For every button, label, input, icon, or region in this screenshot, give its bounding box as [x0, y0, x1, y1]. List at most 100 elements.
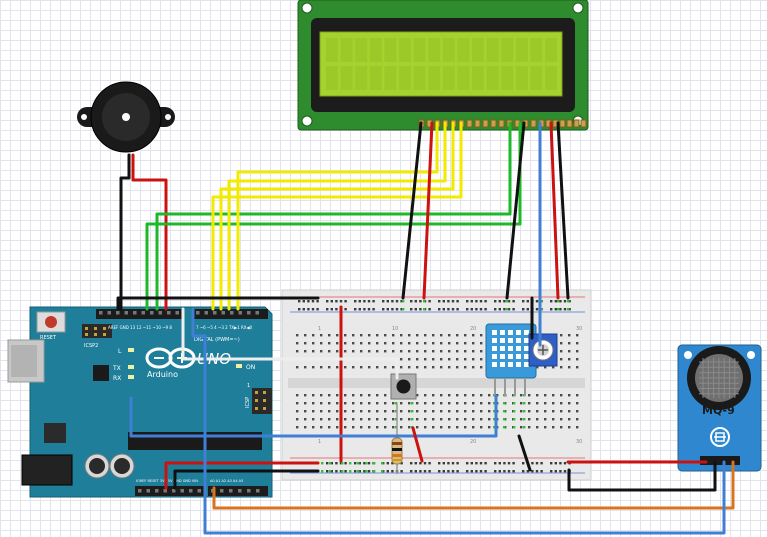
breadboard-hole [304, 402, 307, 405]
breadboard-hole [503, 308, 506, 311]
breadboard-hole [376, 334, 379, 337]
dht-vent [516, 346, 521, 351]
icsp-pin-1: 1 [247, 383, 250, 389]
breadboard-hole [395, 410, 398, 413]
breadboard-hole [400, 334, 403, 337]
breadboard-hole [381, 470, 384, 473]
breadboard-hole [448, 350, 451, 353]
tx-led-label: TX [112, 365, 121, 372]
breadboard-hole [360, 394, 363, 397]
push-button-cap[interactable] [396, 379, 411, 394]
breadboard-hole [507, 308, 511, 311]
breadboard-col-label: 1 [318, 439, 321, 445]
breadboard-hole [336, 366, 339, 369]
breadboard-hole [328, 342, 331, 345]
breadboard-hole [472, 366, 475, 369]
breadboard-hole [307, 300, 310, 303]
breadboard-hole [472, 402, 475, 405]
breadboard-hole [520, 402, 523, 405]
lcd-char-cell [457, 66, 470, 90]
breadboard-hole [349, 470, 352, 473]
breadboard-hole [296, 426, 299, 429]
breadboard-hole [391, 308, 394, 311]
lcd-mount-hole [301, 115, 313, 127]
breadboard-hole [464, 418, 467, 421]
resistor [391, 404, 403, 474]
breadboard-hole [507, 462, 511, 465]
breadboard-hole [560, 418, 563, 421]
breadboard-hole [484, 470, 487, 473]
breadboard-hole [484, 308, 487, 311]
breadboard-hole [336, 342, 339, 345]
buzzer-sound-hole [122, 113, 130, 121]
breadboard-hole [523, 426, 526, 429]
breadboard-hole [522, 308, 525, 311]
breadboard-hole [480, 402, 483, 405]
lcd-char-cell [472, 66, 484, 90]
breadboard-hole [304, 366, 307, 369]
reset-button-cap[interactable] [45, 316, 57, 328]
breadboard-hole [536, 418, 539, 421]
breadboard-hole [376, 342, 379, 345]
breadboard-hole [352, 334, 355, 337]
breadboard-hole [560, 394, 563, 397]
breadboard-hole [448, 342, 451, 345]
lcd-char-cell [369, 66, 382, 90]
breadboard-hole [360, 410, 363, 413]
breadboard-hole [400, 350, 403, 353]
lcd-pin [566, 119, 573, 128]
potentiometer[interactable] [528, 333, 558, 367]
breadboard-hole [410, 470, 413, 473]
breadboard-hole [424, 426, 427, 429]
breadboard-hole [447, 300, 450, 303]
dht-vent [524, 346, 529, 351]
push-button[interactable] [390, 373, 417, 400]
breadboard-hole [523, 402, 526, 405]
breadboard-hole [312, 366, 315, 369]
icsp2-pin [85, 327, 88, 330]
breadboard-hole [386, 300, 389, 303]
breadboard-hole [503, 410, 506, 413]
lcd-char-cell [326, 38, 338, 62]
breadboard-hole [416, 402, 419, 405]
dht-vent [524, 330, 529, 335]
breadboard-hole [386, 470, 389, 473]
breadboard-hole [520, 410, 523, 413]
breadboard-hole [503, 300, 506, 303]
mq9-indicator-icon [710, 427, 730, 447]
lcd-mount-hole [572, 2, 584, 14]
lcd-char-cell [486, 38, 499, 62]
wire-lcd-d5 [219, 121, 455, 311]
arduino-header-pin [196, 311, 200, 315]
breadboard-hole [563, 300, 567, 303]
breadboard: 1 10 20 30 1 10 20 30 [281, 289, 592, 481]
breadboard-hole [472, 410, 475, 413]
dht-vent [500, 346, 505, 351]
breadboard-hole [567, 308, 570, 311]
breadboard-hole [560, 358, 563, 361]
breadboard-hole [440, 366, 443, 369]
breadboard-hole [367, 308, 371, 311]
breadboard-hole [432, 342, 435, 345]
breadboard-hole [451, 462, 455, 465]
dht-vent [508, 330, 513, 335]
icsp2-pin [85, 333, 88, 336]
breadboard-hole [330, 470, 333, 473]
breadboard-hole [326, 308, 329, 311]
breadboard-hole [363, 470, 366, 473]
breadboard-hole [550, 462, 553, 465]
arduino-header-pin [146, 489, 150, 493]
breadboard-hole [442, 470, 445, 473]
breadboard-hole [365, 462, 368, 465]
breadboard-hole [416, 394, 419, 397]
breadboard-hole [328, 366, 331, 369]
breadboard-hole [400, 358, 403, 361]
arduino-header-pin [99, 311, 103, 315]
breadboard-hole [360, 342, 363, 345]
breadboard-hole [344, 462, 347, 465]
breadboard-hole [339, 300, 343, 303]
dht-vent [492, 354, 497, 359]
breadboard-hole [464, 402, 467, 405]
breadboard-hole [411, 418, 414, 421]
breadboard-hole [360, 402, 363, 405]
